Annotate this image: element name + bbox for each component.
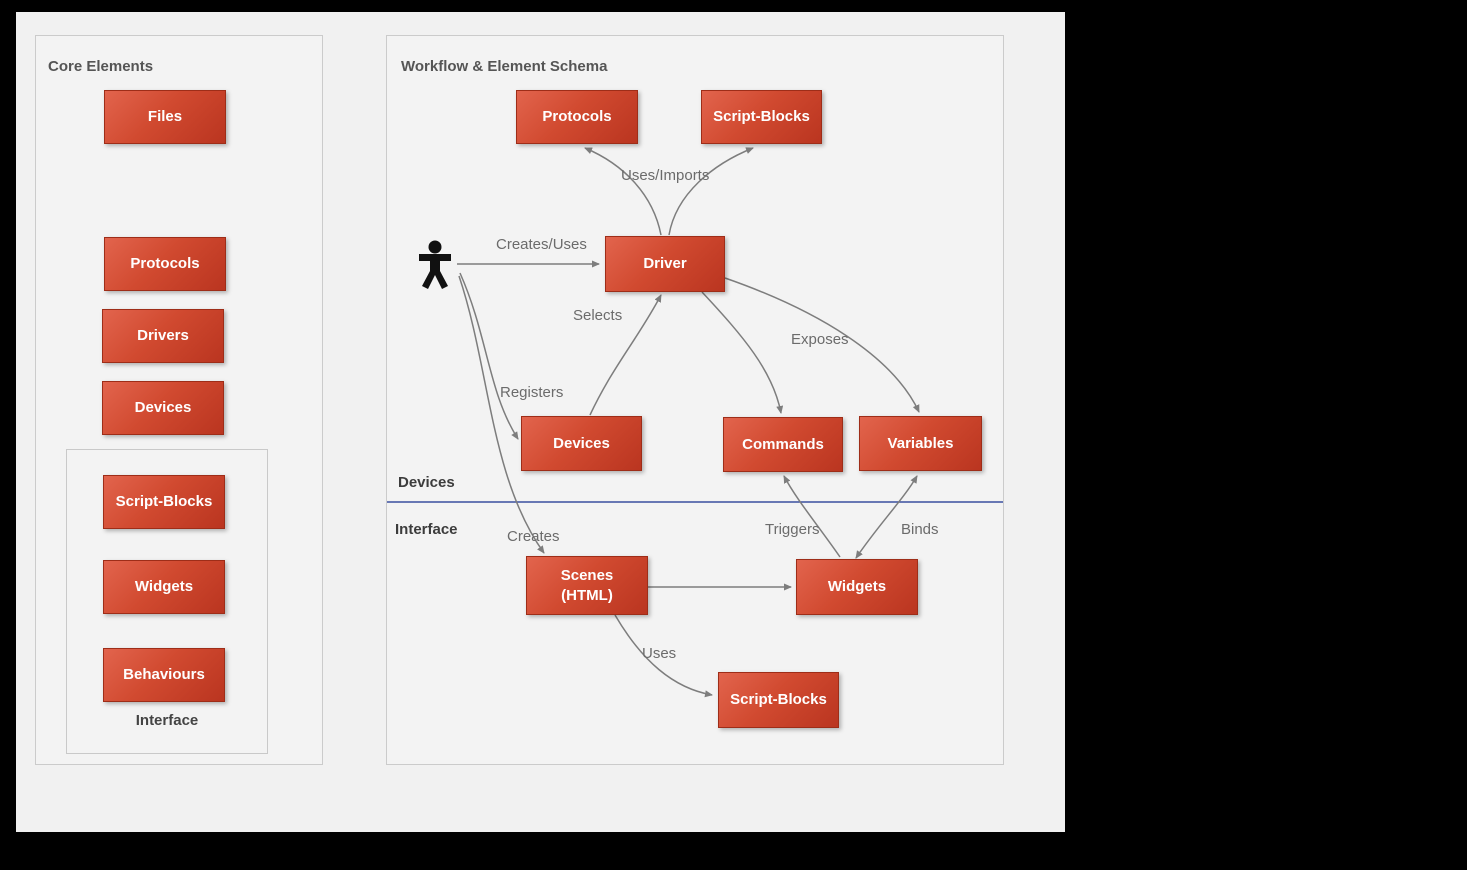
- edge-label-registers: Registers: [500, 384, 564, 401]
- core-element-files: Files: [104, 90, 226, 144]
- edge-widgets-commands: [783, 475, 841, 558]
- edge-label-selects: Selects: [573, 307, 623, 324]
- edge-driver-commands: [701, 291, 784, 414]
- workflow-schema-panel: Workflow & Element Schema: [386, 35, 1004, 765]
- node-variables: Variables: [859, 416, 982, 471]
- core-element-drivers: Drivers: [102, 309, 224, 363]
- core-element-protocols: Protocols: [104, 237, 226, 291]
- core-element-devices: Devices: [102, 381, 224, 435]
- node-driver: Driver: [605, 236, 725, 292]
- edge-label-exposes: Exposes: [791, 331, 849, 348]
- interface-group: Script-Blocks Widgets Behaviours Interfa…: [66, 449, 268, 754]
- workflow-schema-title: Workflow & Element Schema: [401, 58, 608, 75]
- node-scenes-line2: (HTML): [561, 586, 613, 604]
- edge-scenes-script-blocks: [614, 614, 713, 698]
- interface-group-label: Interface: [135, 712, 199, 729]
- node-protocols: Protocols: [516, 90, 638, 144]
- section-label-interface: Interface: [395, 521, 458, 538]
- diagram-edges: [387, 147, 1003, 698]
- node-script-blocks-bottom: Script-Blocks: [718, 672, 839, 728]
- node-devices: Devices: [521, 416, 642, 471]
- person-icon: [417, 240, 453, 290]
- core-elements-title: Core Elements: [48, 58, 154, 75]
- node-script-blocks-top: Script-Blocks: [701, 90, 822, 144]
- edge-devices-driver: [589, 294, 662, 416]
- node-scenes-line1: Scenes: [560, 567, 614, 584]
- edge-label-triggers: Triggers: [765, 521, 820, 538]
- edge-label-uses-imports: Uses/Imports: [621, 167, 710, 184]
- edge-driver-variables: [724, 277, 920, 413]
- edge-label-creates-uses: Creates/Uses: [496, 236, 587, 253]
- node-scenes: Scenes (HTML): [526, 556, 648, 615]
- edge-actor-devices: [459, 272, 519, 440]
- edge-label-binds: Binds: [901, 521, 939, 538]
- node-widgets: Widgets: [796, 559, 918, 615]
- edge-actor-scenes: [458, 275, 545, 554]
- interface-element-widgets: Widgets: [103, 560, 225, 614]
- core-elements-panel: Core Elements Files Protocols Drivers De…: [35, 35, 323, 765]
- edge-label-uses: Uses: [642, 645, 677, 662]
- edge-driver-script-blocks: [668, 147, 754, 236]
- interface-element-behaviours: Behaviours: [103, 648, 225, 702]
- edge-driver-protocols: [584, 147, 662, 236]
- edge-widgets-variables: [855, 475, 918, 559]
- edge-label-creates: Creates: [507, 528, 560, 545]
- node-commands: Commands: [723, 417, 843, 472]
- section-label-devices: Devices: [398, 474, 455, 491]
- diagram-canvas: Core Elements Files Protocols Drivers De…: [16, 12, 1065, 832]
- interface-element-script-blocks: Script-Blocks: [103, 475, 225, 529]
